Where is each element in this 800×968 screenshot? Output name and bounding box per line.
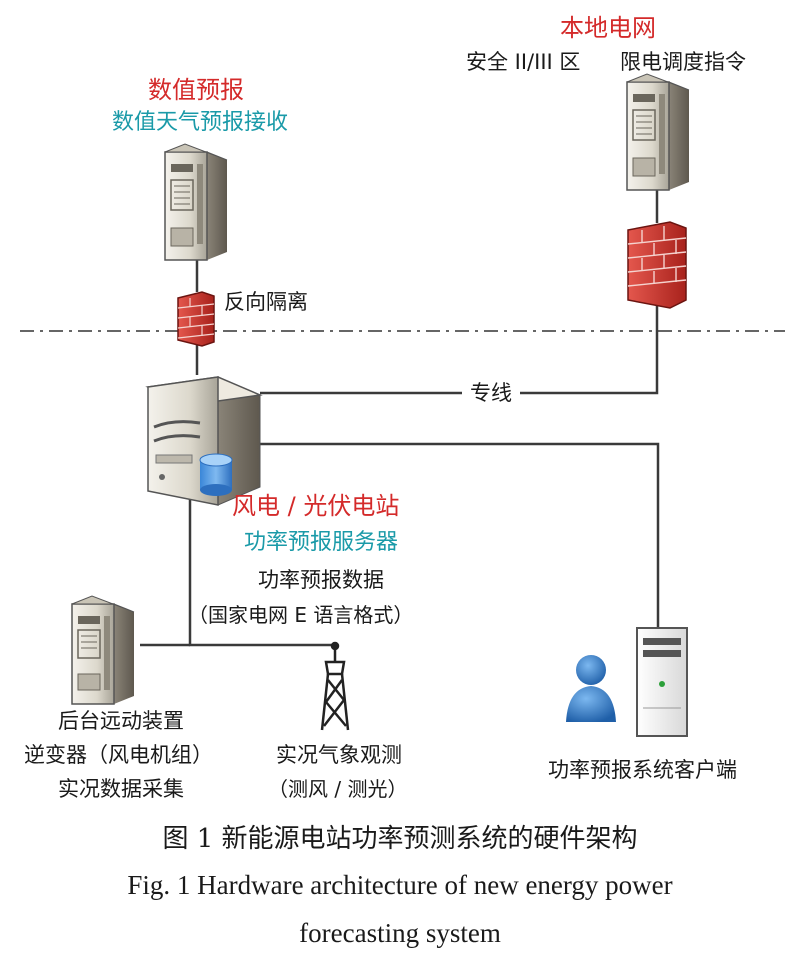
forecast-data-format: （国家电网 E 语言格式） bbox=[188, 603, 414, 627]
caption-en-line1: Fig. 1 Hardware architecture of new ener… bbox=[127, 870, 673, 900]
nwp-subtitle: 数值天气预报接收 bbox=[112, 110, 289, 135]
weather-label-2: （测风 / 测光） bbox=[268, 777, 408, 801]
backend-label-3: 实况数据采集 bbox=[58, 777, 184, 801]
grid-zone-label: 安全 II/III 区 bbox=[466, 50, 581, 74]
forecast-data-label: 功率预报数据 bbox=[258, 568, 384, 592]
line-to-client bbox=[260, 442, 660, 630]
station-subtitle: 功率预报服务器 bbox=[244, 530, 399, 555]
caption-cn: 图 1 新能源电站功率预测系统的硬件架构 bbox=[162, 824, 638, 854]
database-icon bbox=[199, 453, 233, 496]
reverse-isolation-label: 反向隔离 bbox=[224, 290, 308, 314]
forecast-server-icon bbox=[145, 376, 263, 506]
station-title: 风电 / 光伏电站 bbox=[232, 492, 400, 520]
connection-lines bbox=[140, 182, 660, 647]
nwp-title: 数值预报 bbox=[148, 76, 244, 104]
backend-label-2: 逆变器（风电机组） bbox=[24, 743, 213, 767]
client-label: 功率预报系统客户端 bbox=[548, 758, 737, 782]
dedicated-line-label: 专线 bbox=[470, 381, 512, 405]
caption-en-line2: forecasting system bbox=[299, 918, 501, 948]
reverse-isolation-firewall-icon bbox=[177, 291, 215, 347]
grid-server-icon bbox=[626, 73, 690, 191]
line-dedicated bbox=[520, 306, 659, 395]
weather-tower-icon bbox=[320, 641, 350, 731]
nwp-server-icon bbox=[164, 143, 228, 261]
grid-title: 本地电网 bbox=[560, 14, 656, 42]
grid-instruction-label: 限电调度指令 bbox=[620, 50, 746, 74]
client-pc-icon bbox=[636, 627, 688, 737]
user-icon bbox=[566, 655, 616, 722]
weather-label-1: 实况气象观测 bbox=[276, 743, 402, 767]
backend-label-1: 后台远动装置 bbox=[58, 709, 184, 733]
grid-firewall-icon bbox=[627, 221, 687, 309]
backend-server-icon bbox=[71, 595, 135, 705]
